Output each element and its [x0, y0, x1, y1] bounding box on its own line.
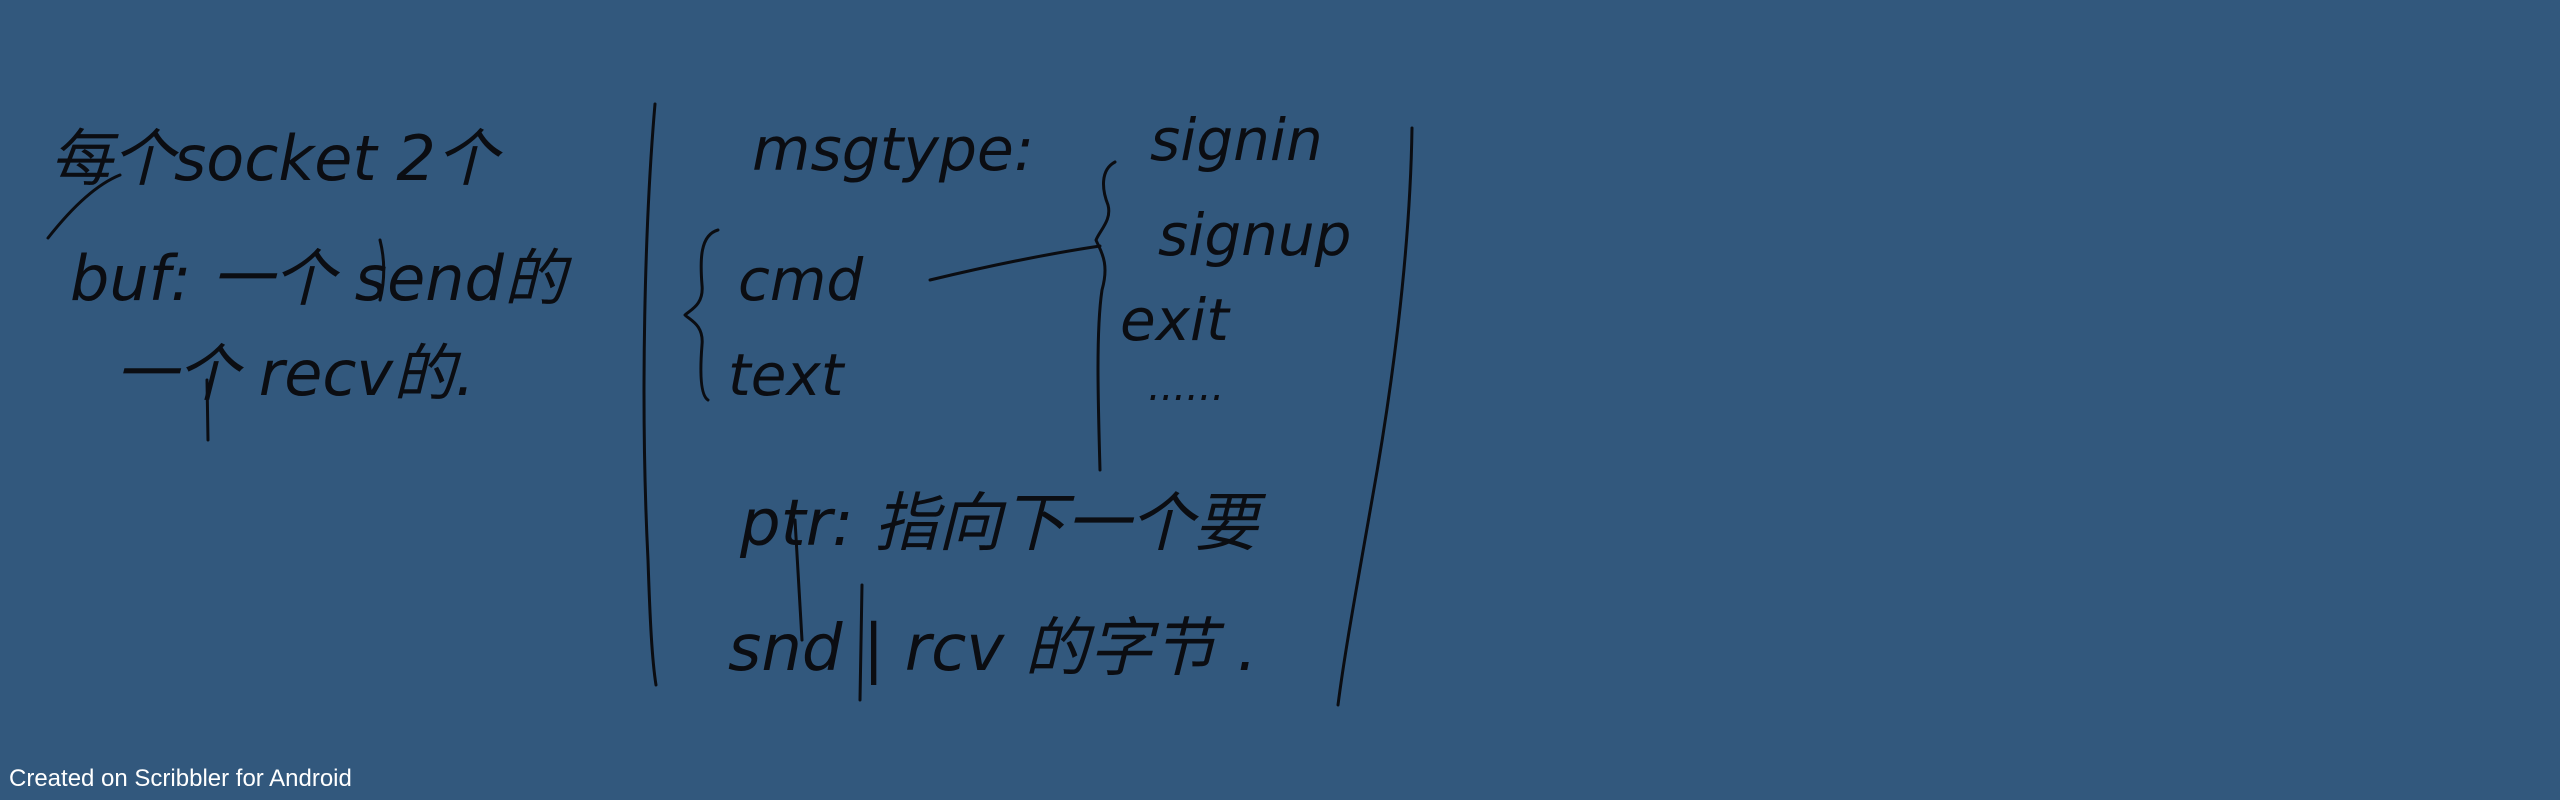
left-note-line-3: 一个 recv的.: [115, 337, 475, 410]
right-brace: [1094, 160, 1117, 472]
cmd-value-ellipsis: ......: [1148, 364, 1224, 410]
cmd-value-signin: signin: [1150, 106, 1323, 174]
left-note: 每个socket 2个 buf: 一个 send的 一个 recv的.: [46, 122, 573, 442]
ptr-note-line-2: snd | rcv 的字节 .: [728, 612, 1257, 686]
left-note-stroke: [205, 378, 210, 442]
msgtype-label: msgtype:: [752, 115, 1034, 185]
left-note-line-1: 每个socket 2个: [50, 122, 503, 195]
msgtype-option-text: text: [728, 341, 846, 409]
app-watermark-footer: Created on Scribbler for Android: [9, 765, 352, 792]
left-note-stroke: [378, 238, 386, 302]
msgtype-block: msgtype: cmd text ptr: 指向下一个要 snd | rcv …: [683, 115, 1267, 702]
msgtype-option-cmd: cmd: [738, 246, 864, 314]
divider-line-left: [642, 102, 658, 687]
cmd-value-exit: exit: [1120, 286, 1231, 354]
cmd-connector-line: [928, 244, 1102, 282]
ptr-note-stroke: [858, 583, 864, 702]
left-note-stroke: [46, 173, 122, 240]
cmd-value-signup: signup: [1158, 201, 1351, 269]
cmd-values-block: signin signup exit ......: [1094, 106, 1351, 472]
ptr-note-line-1: ptr: 指向下一个要: [739, 487, 1267, 561]
divider-line-right: [1336, 126, 1414, 707]
left-brace: [683, 228, 720, 402]
left-note-line-2: buf: 一个 send的: [70, 242, 573, 315]
ptr-note-stroke: [793, 518, 804, 642]
